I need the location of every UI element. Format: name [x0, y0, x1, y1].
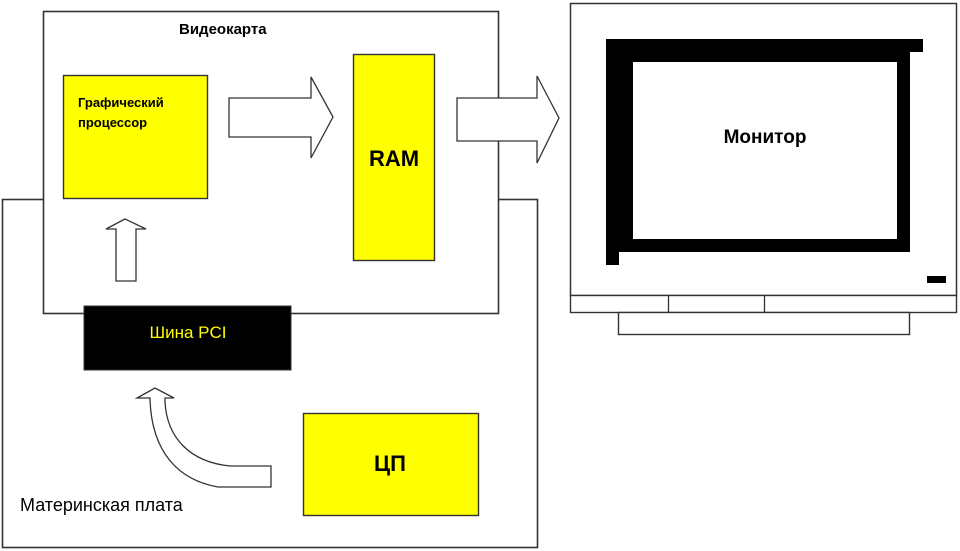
cpu-label: ЦП [374, 451, 406, 476]
arrow-gpu-to-ram [228, 76, 334, 159]
ram-chip [352, 53, 436, 262]
gpu-chip [62, 74, 209, 200]
pci-bus-label: Шина PCI [150, 323, 227, 342]
arrow-cpu-to-pci [134, 387, 272, 488]
monitor: Монитор [569, 2, 958, 336]
gpu-label-line2: процессор [78, 115, 147, 130]
monitor-label: Монитор [724, 127, 807, 148]
ram-label: RAM [369, 146, 419, 171]
video-card-label: Видеокарта [179, 21, 267, 38]
arrow-ram-to-monitor [456, 75, 560, 164]
gpu-label-line1: Графический [78, 95, 164, 110]
monitor-screen [633, 62, 897, 239]
monitor-screen-frame [606, 39, 923, 265]
monitor-power-indicator [927, 276, 946, 283]
arrow-pci-to-gpu [105, 218, 147, 282]
monitor-stand [617, 311, 911, 336]
motherboard-label: Материнская плата [20, 495, 184, 515]
monitor-base-strip [569, 294, 958, 314]
cpu-chip [302, 412, 480, 517]
pci-bus [83, 305, 292, 371]
